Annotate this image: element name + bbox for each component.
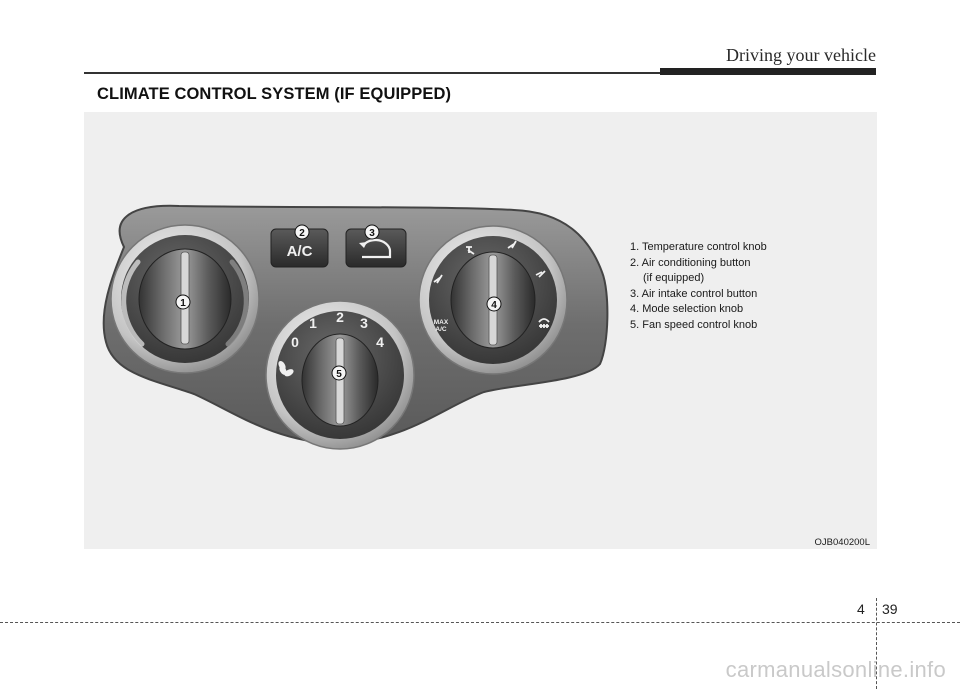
climate-control-illustration: A/C MAX A/C [102,204,609,450]
fan-speed-knob[interactable]: 0 1 2 3 4 [265,300,415,450]
floor-vent-icon [433,274,443,284]
figure-code: OJB040200L [814,537,870,548]
svg-text:1: 1 [180,298,186,309]
svg-text:3: 3 [369,228,375,239]
fan-speed-4-label: 4 [376,334,384,350]
svg-text:2: 2 [299,228,305,239]
callout-5: 5 [331,365,347,381]
fan-speed-2-label: 2 [336,309,344,325]
section-title: CLIMATE CONTROL SYSTEM (IF EQUIPPED) [97,85,452,103]
chapter-number: 4 [857,601,865,617]
callout-2: 2 [294,224,310,240]
legend-item-3: 3. Air intake control button [630,287,758,300]
bi-level-icon [507,240,517,249]
ac-button[interactable]: A/C [270,228,329,268]
legend-item-5: 5. Fan speed control knob [630,318,758,331]
fan-icon [278,360,294,377]
header-rule-bar [660,68,876,75]
floor-defrost-icon [535,270,546,278]
ac-button-label: A/C [287,243,313,260]
header-rule [84,72,660,74]
callout-4: 4 [486,296,502,312]
running-header: Driving your vehicle [726,45,876,65]
figure-panel: A/C MAX A/C [84,112,877,549]
fan-speed-3-label: 3 [360,315,368,331]
defrost-icon [538,318,550,328]
legend-item-1: 1. Temperature control knob [630,241,767,253]
footer-rule [0,622,960,623]
legend-item-2-note: (if equipped) [643,272,705,284]
footer-divider [876,598,877,689]
callout-3: 3 [364,224,380,240]
page-number: 39 [882,601,898,617]
callout-1: 1 [175,294,191,310]
face-vent-icon [466,246,475,255]
legend: 1. Temperature control knob 2. Air condi… [630,240,767,333]
fan-speed-1-label: 1 [309,315,317,331]
air-intake-button[interactable] [345,228,407,268]
legend-item-4: 4. Mode selection knob [630,303,744,315]
legend-item-2: 2. Air conditioning button [630,256,751,269]
watermark: carmanualsonline.info [725,657,946,682]
svg-text:4: 4 [491,300,497,311]
recirculation-icon [359,238,392,259]
max-ac-label-max: MAX [434,319,449,326]
svg-text:5: 5 [336,369,342,380]
max-ac-label-ac: A/C [435,326,447,333]
fan-speed-0-label: 0 [291,334,299,350]
